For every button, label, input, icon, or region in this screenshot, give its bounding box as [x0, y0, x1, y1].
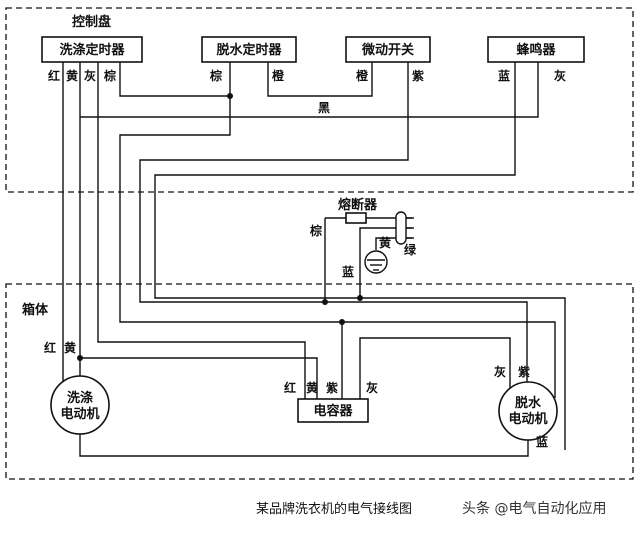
wire-label: 紫 — [326, 380, 338, 395]
junction-dot — [357, 295, 363, 301]
wire-label: 蓝 — [498, 68, 510, 83]
wire-label: 灰 — [494, 364, 506, 379]
ground-icon — [364, 250, 388, 274]
wash-motor-label-line1: 洗涤 — [67, 390, 93, 406]
wire-label: 黄 — [306, 380, 318, 395]
wire-label: 紫 — [412, 68, 424, 83]
wire-label: 黑 — [318, 101, 330, 115]
wire-wash-motor-return — [79, 430, 529, 457]
wire-label: 红 — [48, 68, 60, 83]
wire-label: 橙 — [356, 68, 369, 83]
wire-label: 棕 — [209, 68, 222, 83]
wire-label: 紫 — [518, 364, 530, 379]
junction-dot — [339, 319, 345, 325]
wire-label: 灰 — [366, 380, 378, 395]
wire-label: 蓝 — [342, 264, 354, 279]
wire-label: 蓝 — [536, 434, 548, 449]
wash-motor-label-line2: 电动机 — [60, 406, 99, 422]
spin-timer-box — [201, 36, 297, 63]
wire-label: 黄 — [64, 340, 76, 355]
buzzer-label: 蜂鸣器 — [516, 42, 556, 58]
wire-label: 红 — [44, 340, 56, 355]
wash-timer-box — [41, 36, 143, 63]
capacitor-label: 电容器 — [313, 403, 353, 419]
junction-dot — [322, 299, 328, 305]
wash-timer-label: 洗涤定时器 — [59, 42, 125, 58]
diagram-caption: 某品牌洗衣机的电气接线图 — [256, 501, 412, 517]
wire-label: 红 — [284, 380, 296, 395]
wire-purple-micro-switch — [139, 62, 528, 398]
wire-orange — [267, 62, 373, 97]
plug-icon — [395, 211, 414, 245]
spin-motor-symbol — [498, 381, 558, 441]
micro-switch-box — [345, 36, 431, 63]
micro-switch-label: 微动开关 — [361, 42, 414, 58]
wire-blue-plug — [359, 227, 412, 298]
wire-label: 棕 — [103, 68, 116, 83]
control-panel-label: 控制盘 — [72, 14, 111, 30]
buzzer-box — [487, 36, 585, 63]
wire-gray-cap — [359, 337, 511, 399]
wire-label: 黄 — [66, 68, 78, 83]
cabinet-frame — [5, 283, 634, 480]
spin-motor-label-line2: 电动机 — [508, 411, 547, 427]
wire-brown-wash-timer — [119, 62, 230, 97]
wire-yellow-junction — [80, 357, 318, 399]
spin-timer-label: 脱水定时器 — [216, 42, 282, 58]
wire-label: 绿 — [404, 242, 417, 257]
wire-blue-buzzer — [154, 62, 566, 450]
wire-label: 橙 — [272, 68, 285, 83]
wire-label: 黄 — [379, 235, 391, 250]
wire-label: 棕 — [309, 223, 322, 238]
watermark: 头条 @电气自动化应用 — [462, 500, 606, 517]
junction-dot — [227, 93, 233, 99]
fuse-label: 熔断器 — [338, 197, 378, 213]
spin-motor-label-line1: 脱水 — [515, 395, 542, 411]
wash-motor-symbol — [50, 375, 110, 435]
wire-gray-wash-timer — [97, 62, 306, 399]
wire-label: 灰 — [554, 68, 566, 83]
control-panel-frame — [5, 7, 634, 193]
wire-brown-spin-timer — [119, 62, 343, 399]
capacitor-box — [297, 398, 369, 423]
wire-label: 灰 — [84, 68, 96, 83]
junction-dot — [77, 355, 83, 361]
fuse-symbol — [345, 212, 367, 224]
wire-black — [80, 62, 539, 118]
wire-purple-cap — [342, 321, 556, 398]
cabinet-label: 箱体 — [22, 302, 49, 318]
